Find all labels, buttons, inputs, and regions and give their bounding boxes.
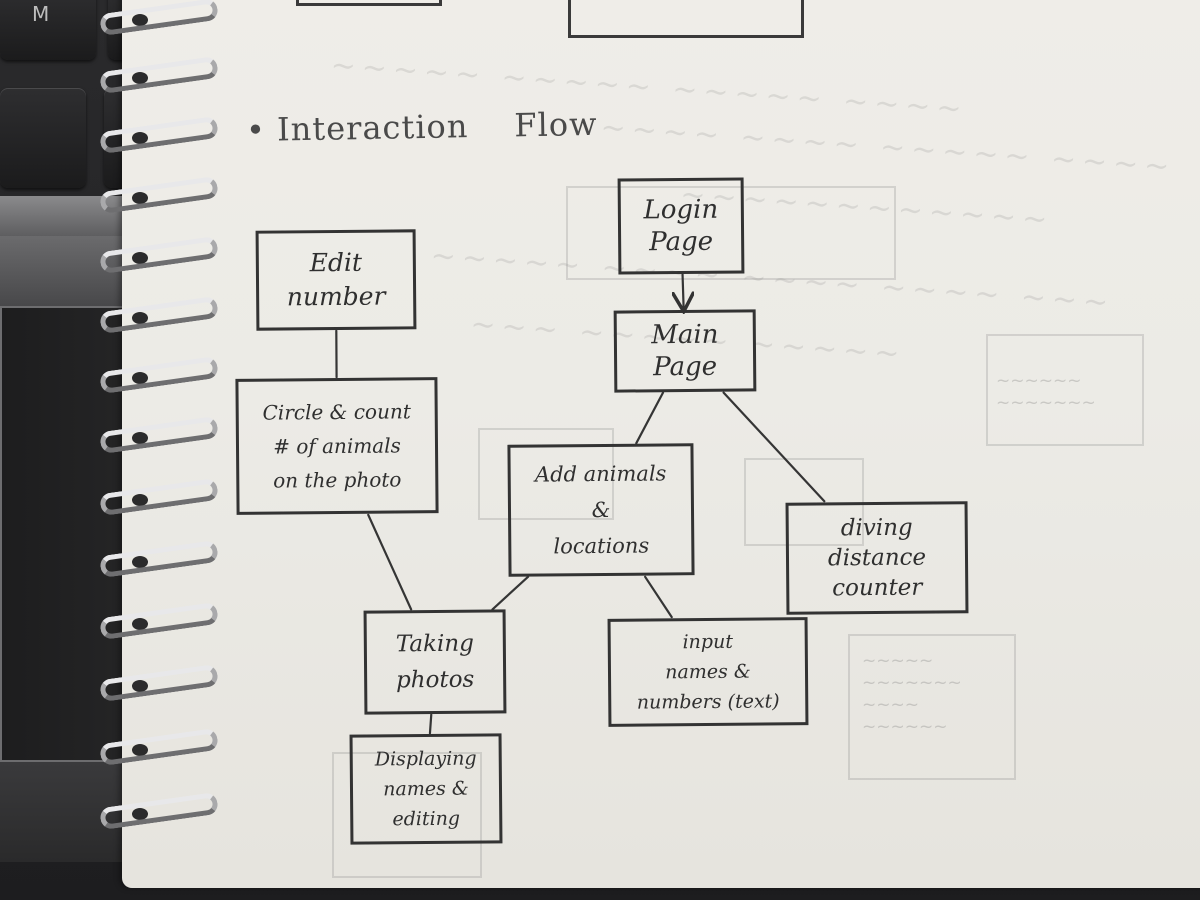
node-label: Edit number	[286, 247, 386, 312]
node-edit-number: Edit number	[255, 229, 417, 331]
node-add-animals: Add animals & locations	[507, 443, 695, 577]
edge-main-to-add	[635, 391, 665, 445]
partial-box	[296, 0, 442, 6]
key-label: M	[32, 2, 50, 26]
node-circle-count: Circle & count # of animals on the photo	[235, 377, 439, 515]
partial-box	[568, 0, 804, 38]
binding-hole	[132, 432, 148, 444]
binding-hole	[132, 556, 148, 568]
binding-hole	[132, 494, 148, 506]
node-label: Circle & count # of animals on the photo	[262, 399, 411, 493]
edge-taking-to-displaying	[428, 713, 433, 735]
edge-login-to-main	[683, 273, 684, 310]
edge-main-to-diving	[722, 391, 826, 503]
edge-add-to-taking	[491, 575, 530, 611]
binding-hole	[132, 744, 148, 756]
erased-box	[566, 186, 896, 280]
binding-hole	[132, 252, 148, 264]
node-login-page: Login Page	[617, 177, 745, 275]
node-label: Login Page	[643, 194, 719, 258]
binding-hole	[132, 372, 148, 384]
binding-hole	[132, 312, 148, 324]
binding-hole	[132, 72, 148, 84]
node-taking-photos: Taking photos	[363, 609, 507, 715]
binding-hole	[132, 808, 148, 820]
node-label: Add animals & locations	[534, 461, 667, 559]
binding-hole	[132, 192, 148, 204]
node-label: input names & numbers (text)	[636, 630, 780, 714]
keyboard-key	[0, 88, 86, 188]
binding-hole	[132, 132, 148, 144]
keyboard-key-m: M	[0, 0, 96, 60]
erased-box	[848, 634, 1016, 780]
node-input-names: input names & numbers (text)	[607, 617, 809, 727]
binding-hole	[132, 680, 148, 692]
erased-box	[332, 752, 482, 878]
notebook-page	[122, 0, 1200, 888]
binding-hole	[132, 618, 148, 630]
node-label: Displaying names & editing	[374, 747, 477, 831]
erased-box	[986, 334, 1144, 446]
node-label: Taking photos	[395, 630, 475, 694]
erased-box	[744, 458, 864, 546]
edge-circle-to-taking	[367, 513, 413, 611]
node-main-page: Main Page	[613, 309, 757, 393]
node-label: diving distance counter	[827, 514, 927, 602]
node-label: Main Page	[651, 319, 719, 383]
erased-label: ~~~~~~~~~~~~~~~~~~~~~~	[862, 651, 962, 737]
binding-hole	[132, 14, 148, 26]
node-diving-distance: diving distance counter	[785, 501, 969, 615]
node-displaying-names: Displaying names & editing	[349, 733, 503, 845]
erased-label: ~~~~~~~~~~~~~	[996, 371, 1096, 413]
edge-add-to-input	[644, 575, 673, 619]
erased-box	[478, 428, 614, 520]
